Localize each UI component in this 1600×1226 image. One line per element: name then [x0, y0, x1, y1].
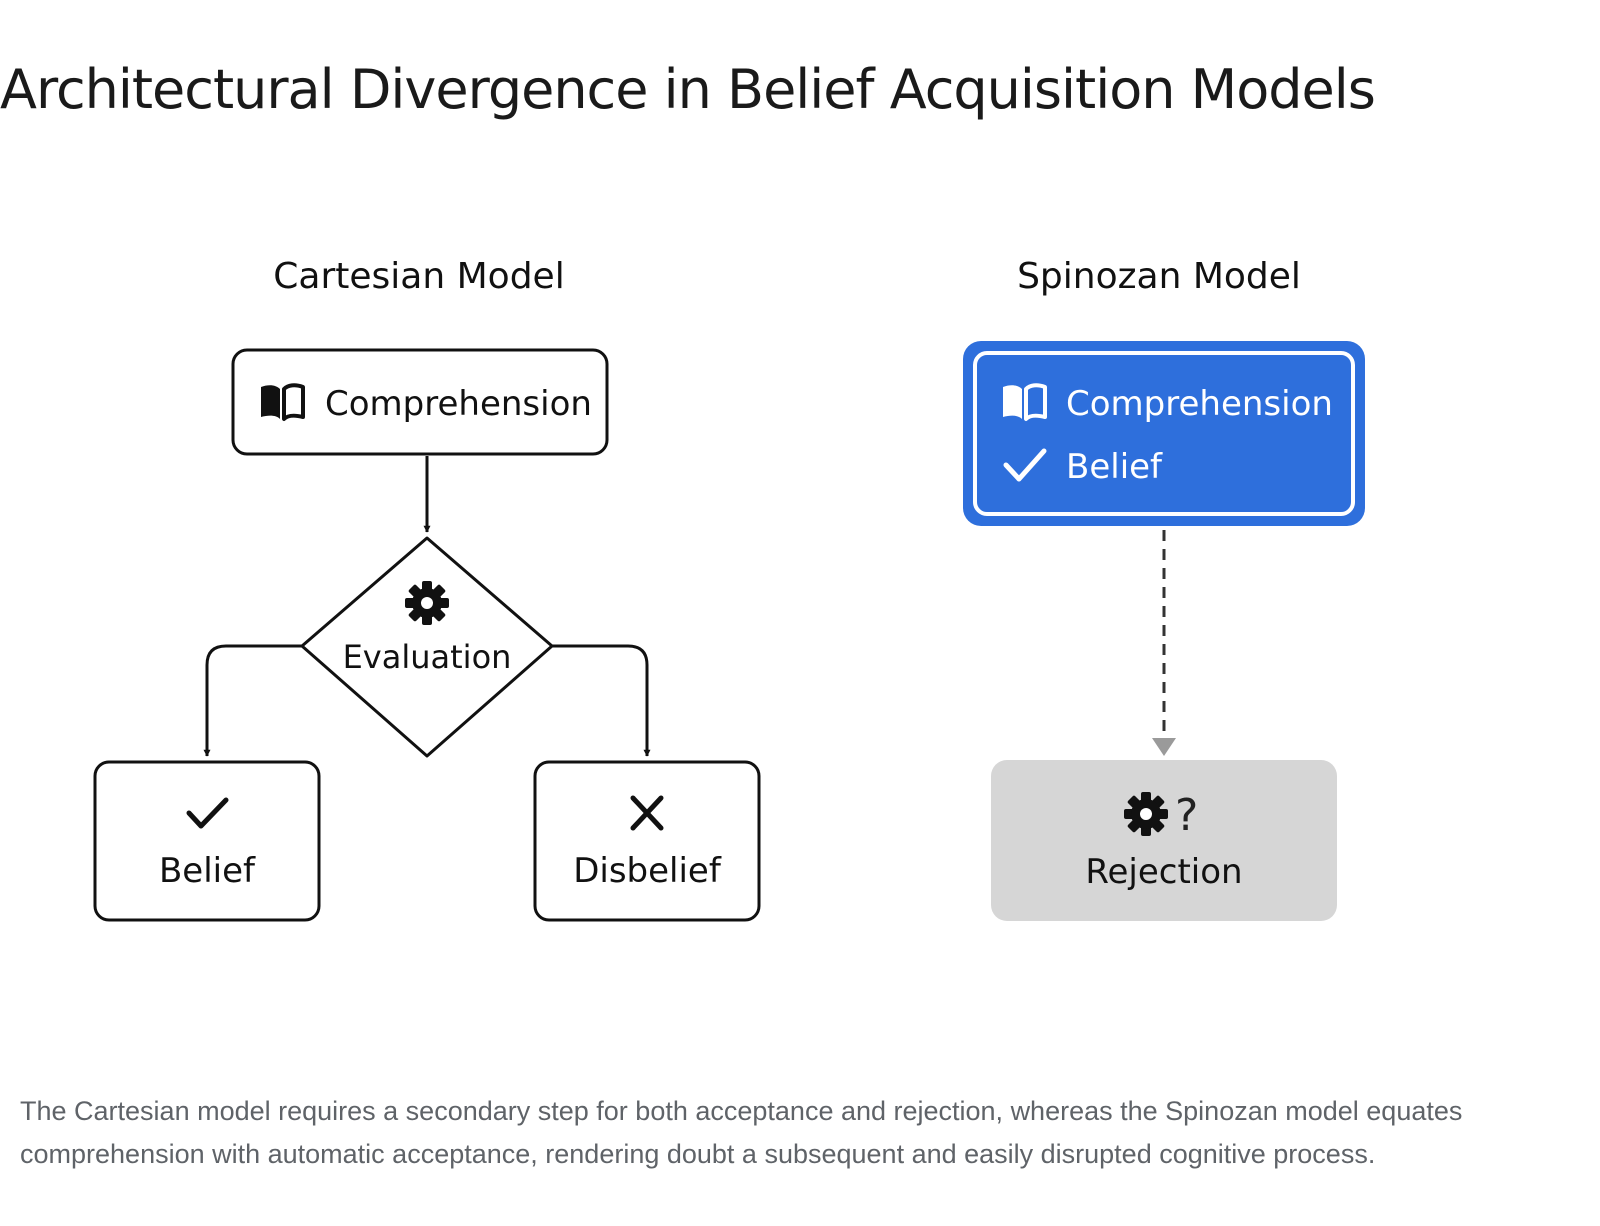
check-icon: [1003, 448, 1047, 482]
spinozan-comprehension-label: Comprehension: [1066, 384, 1333, 424]
cartesian-model: Cartesian Model Comprehension Evaluation: [93, 256, 761, 922]
gear-question-icon: ?: [1124, 790, 1198, 841]
gear-icon: [1124, 792, 1168, 836]
question-mark: ?: [1175, 790, 1198, 841]
cartesian-evaluation-diamond: Evaluation: [300, 536, 554, 758]
spinozan-belief-label: Belief: [1066, 447, 1163, 487]
cartesian-disbelief-label: Disbelief: [573, 851, 722, 891]
spinozan-model: Spinozan Model Comprehension Belief ?: [963, 256, 1365, 921]
book-icon: [261, 383, 305, 421]
spinozan-comprehension-belief-box: Comprehension Belief: [963, 341, 1365, 526]
x-icon: [630, 795, 664, 831]
book-icon: [1003, 383, 1047, 421]
cartesian-belief-label: Belief: [159, 851, 256, 891]
cartesian-comprehension-box: Comprehension: [231, 348, 609, 456]
diagram-caption: The Cartesian model requires a secondary…: [20, 1096, 1463, 1169]
spinozan-rejection-label: Rejection: [1085, 852, 1242, 892]
arrow-evaluation-to-belief: [203, 644, 302, 757]
page-title: Architectural Divergence in Belief Acqui…: [0, 58, 1376, 121]
gray-arrowhead: [1152, 738, 1176, 756]
gear-icon: [405, 581, 449, 625]
cartesian-comprehension-label: Comprehension: [325, 384, 592, 424]
cartesian-heading: Cartesian Model: [273, 256, 564, 297]
arrow-evaluation-to-disbelief: [552, 644, 651, 757]
spinozan-heading: Spinozan Model: [1017, 256, 1301, 297]
check-icon: [186, 797, 229, 829]
spinozan-rejection-box: ? Rejection: [991, 760, 1337, 921]
cartesian-disbelief-box: Disbelief: [533, 760, 761, 922]
cartesian-evaluation-label: Evaluation: [343, 638, 512, 676]
cartesian-belief-box: Belief: [93, 760, 321, 922]
